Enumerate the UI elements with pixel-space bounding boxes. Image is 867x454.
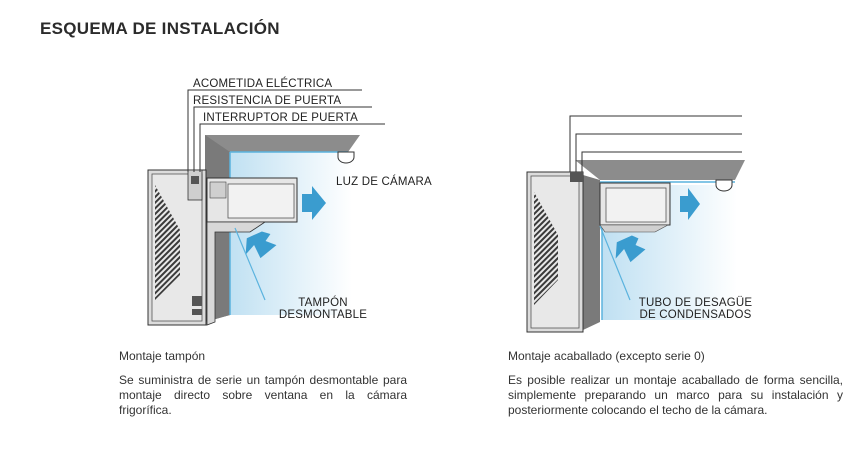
label-tampon-line2: DESMONTABLE <box>278 309 368 321</box>
chamber-light-icon <box>337 151 355 164</box>
label-acometida: ACOMETIDA ELÉCTRICA <box>193 78 333 90</box>
label-tubo-line2: DE CONDENSADOS <box>639 309 752 321</box>
caption-montaje-tampon: Montaje tampón <box>119 349 206 363</box>
condenser-fins <box>155 185 180 300</box>
label-tubo-line1: TUBO DE DESAGÜE <box>638 297 753 309</box>
label-tampon-line1: TAMPÓN <box>298 297 348 309</box>
cold-air-outlet-arrow <box>302 186 326 220</box>
return-air-arrow-right <box>615 235 646 263</box>
wiring <box>187 89 385 172</box>
chamber-ceiling-right <box>575 160 745 180</box>
label-interruptor: INTERRUPTOR DE PUERTA <box>203 112 358 124</box>
page-title: ESQUEMA DE INSTALACIÓN <box>40 19 280 38</box>
caption-montaje-acaballado: Montaje acaballado (excepto serie 0) <box>508 349 705 363</box>
description-montaje-acaballado: Es posible realizar un montaje acaballad… <box>508 373 843 417</box>
wiring-right <box>569 115 742 172</box>
cold-air-outlet-arrow-right <box>680 188 700 220</box>
cold-chamber-zone <box>227 150 352 315</box>
left-diagram <box>147 89 385 326</box>
return-air-arrow <box>245 231 277 259</box>
condenser-fins-right <box>534 192 558 305</box>
chamber-light-icon-right <box>715 179 733 192</box>
label-luz-camara: LUZ DE CÁMARA <box>336 176 432 188</box>
description-montaje-tampon: Se suministra de serie un tampón desmont… <box>119 373 407 417</box>
chamber-wall-right <box>583 175 600 330</box>
label-tampon: TAMPÓN DESMONTABLE <box>263 297 383 321</box>
right-diagram <box>526 115 745 333</box>
tampon-plug <box>206 221 267 326</box>
label-resistencia: RESISTENCIA DE PUERTA <box>193 95 342 107</box>
label-tubo-desague: TUBO DE DESAGÜE DE CONDENSADOS <box>628 297 763 321</box>
